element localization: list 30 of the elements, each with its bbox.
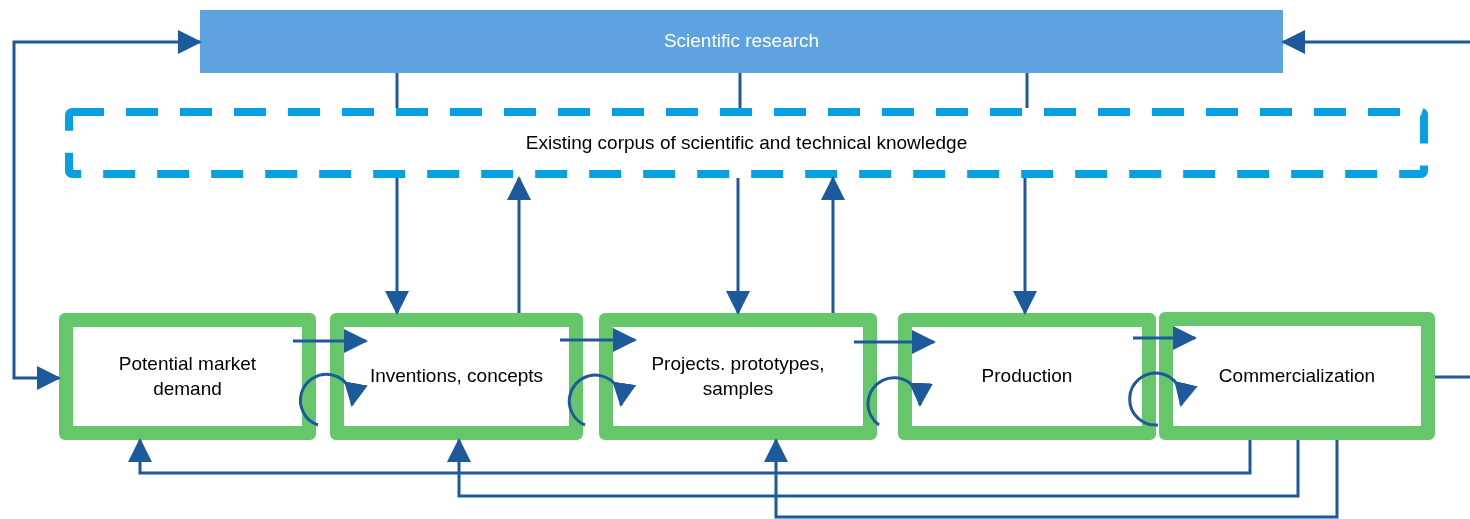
arrow [821,176,845,313]
arrow [764,438,1339,519]
arrow [1013,178,1037,315]
arrow [12,30,202,390]
node-label: Production [981,364,1073,389]
arrow [507,176,531,313]
arrow [1133,326,1197,350]
loop-arrow [567,373,635,427]
arrow [128,438,1252,475]
arrow [293,329,368,353]
node-label: Inventions, concepts [369,364,544,389]
arrow [560,328,637,352]
node-label: Potential market demand [117,351,258,401]
process-box [330,313,583,440]
process-box [1159,312,1435,440]
node-label: Projects. prototypes, samples [650,351,826,401]
process-box [898,313,1156,440]
research-bar [200,10,1283,73]
process-box [59,313,316,440]
node-label: Scientific research [663,29,820,54]
arrow [385,178,409,315]
loop-arrow [298,372,367,427]
node-label: Commercialization [1218,363,1376,388]
process-box [599,313,877,440]
arrow [1281,30,1470,54]
arrow [447,438,1300,498]
arrow [726,178,750,315]
node-label: Existing corpus of scientific and technical knowledge [525,130,968,155]
arrow [854,330,936,354]
dashed-box [65,108,1428,178]
